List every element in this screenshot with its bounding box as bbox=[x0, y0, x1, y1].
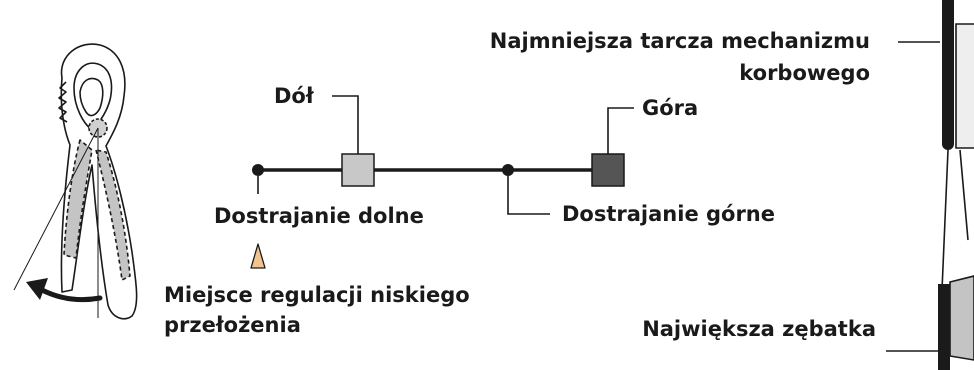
shift-lever-illustration bbox=[13, 43, 138, 320]
pointer-arrow-icon bbox=[250, 243, 266, 269]
low-adjust-label-line2: przełożenia bbox=[164, 313, 301, 337]
smallest-chainring-label-line1: Najmniejsza tarcza mechanizmu bbox=[489, 29, 870, 53]
smallest-chainring-label-line2: korbowego bbox=[739, 61, 870, 85]
top-label: Góra bbox=[642, 96, 699, 120]
leader-lines bbox=[257, 41, 940, 352]
low-trim-label: Dostrajanie dolne bbox=[214, 204, 424, 228]
high-trim-label: Dostrajanie górne bbox=[562, 202, 776, 226]
curved-arrow-icon bbox=[26, 278, 103, 303]
high-trim-point bbox=[502, 164, 514, 176]
chain-and-chainring-illustration bbox=[938, 0, 974, 370]
largest-sprocket-label: Największa zębatka bbox=[642, 317, 876, 341]
bottom-label: Dół bbox=[274, 84, 314, 108]
bottom-position-square bbox=[341, 153, 375, 187]
low-adjust-label-line1: Miejsce regulacji niskiego bbox=[164, 283, 470, 307]
top-position-square bbox=[591, 153, 625, 187]
low-trim-point bbox=[252, 164, 264, 176]
